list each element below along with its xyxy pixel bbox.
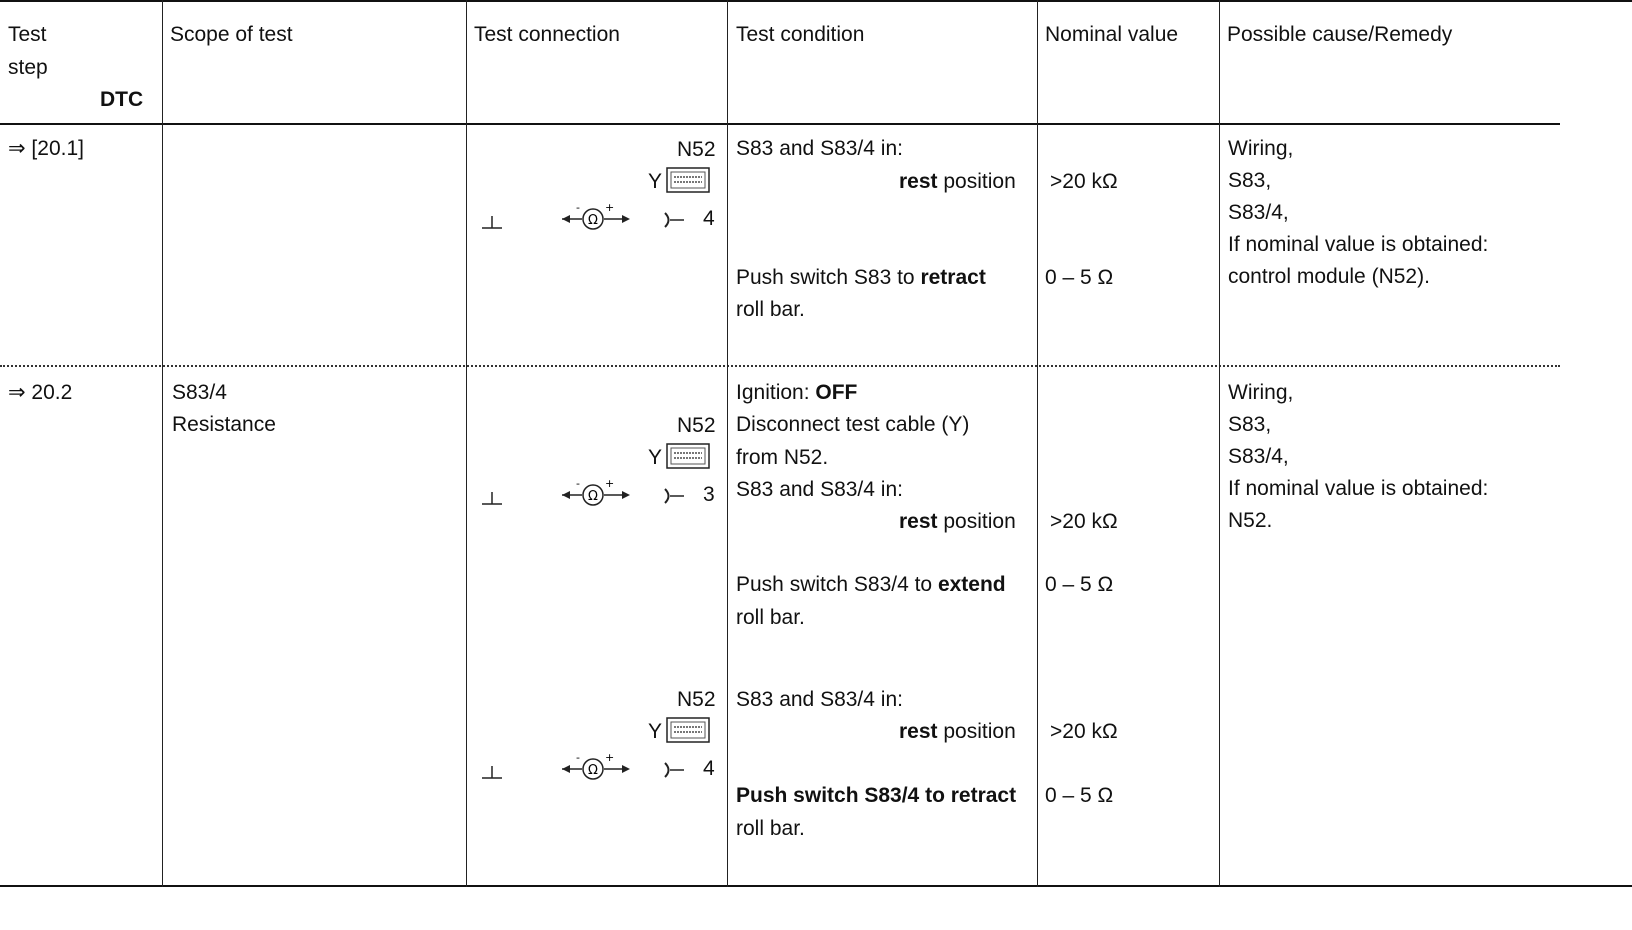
socket-pin-icon (664, 488, 684, 504)
row2-nom-extend: 0 – 5 Ω (1045, 573, 1114, 596)
row2-cond-in: S83 and S83/4 in: (736, 478, 903, 501)
svg-text:-: - (576, 477, 580, 490)
socket-pin-icon (664, 212, 684, 228)
row1-step: ⇒ [20.1] (8, 137, 84, 160)
row1-cond2: Push switch S83 to retract (736, 266, 986, 290)
row2-nom-rest: >20 kΩ (1050, 510, 1118, 533)
svg-text:Ω: Ω (588, 213, 598, 228)
row1-test-connection: N52 Y Ω - + 4 (470, 136, 725, 246)
row2-rest-position: position (937, 510, 1016, 533)
row2-step: ⇒ 20.2 (8, 381, 73, 404)
svg-text:+: + (605, 751, 614, 764)
test-cable-connector-icon (666, 443, 710, 469)
row2-cond-retract: Push switch S83/4 to retract (736, 784, 1017, 807)
row2-cond-disconnect-1: Disconnect test cable (Y) (736, 413, 970, 436)
header-rule (0, 123, 1560, 125)
row-divider (0, 365, 1560, 367)
col-divider-5 (1219, 0, 1220, 887)
row2-ignition-off: OFF (815, 381, 858, 404)
ohmmeter-icon: Ω - + (562, 751, 630, 780)
row2-ignition-label: Ignition: (736, 381, 816, 404)
ground-symbol-icon (482, 216, 502, 229)
ground-symbol-icon (482, 766, 502, 779)
row2-nom-rest-2: >20 kΩ (1050, 720, 1118, 743)
svg-text:+: + (605, 201, 614, 214)
row1-cause-5: control module (N52). (1228, 265, 1430, 288)
svg-text:+: + (605, 477, 614, 490)
test-cable-connector-icon (666, 167, 710, 193)
row1-cond1: S83 and S83/4 in: (736, 137, 903, 160)
row1-cause-4: If nominal value is obtained: (1228, 233, 1489, 256)
row2-extend-text: Push switch S83/4 to (736, 573, 938, 596)
row2-rest2-bold: rest (899, 720, 938, 743)
row1-cond2-bold: retract (920, 266, 986, 289)
bottom-rule (0, 885, 1632, 887)
row2-cond-in-2: S83 and S83/4 in: (736, 688, 903, 711)
module-label: N52 (677, 414, 716, 437)
module-label: N52 (677, 688, 716, 711)
module-label: N52 (677, 138, 716, 161)
row2-cond-rest-2: rest position (899, 720, 1016, 744)
header-scope: Scope of test (170, 23, 293, 46)
row2-rest2-position: position (937, 720, 1016, 743)
row1-rest-position: position (937, 170, 1016, 193)
header-connection: Test connection (474, 23, 620, 46)
svg-text:Ω: Ω (588, 763, 598, 778)
svg-text:-: - (576, 201, 580, 214)
header-test-step: Test (8, 23, 47, 46)
pin-label: 4 (703, 207, 715, 230)
ohmmeter-icon: Ω - + (562, 477, 630, 506)
row2-cause-1: Wiring, (1228, 381, 1294, 404)
row2-test-connection-1: N52 Y Ω - + 3 (470, 412, 725, 522)
col-divider-4 (1037, 0, 1038, 887)
header-nominal: Nominal value (1045, 23, 1179, 46)
row2-cond-rest: rest position (899, 510, 1016, 534)
cable-label: Y (648, 720, 663, 743)
svg-text:Ω: Ω (588, 489, 598, 504)
top-rule (0, 0, 1632, 2)
row2-cause-3: S83/4, (1228, 445, 1289, 468)
row2-cause-5: N52. (1228, 509, 1273, 532)
row2-scope-1: S83/4 (172, 381, 227, 404)
test-cable-connector-icon (666, 717, 710, 743)
row1-rest-bold: rest (899, 170, 938, 193)
row1-cause-1: Wiring, (1228, 137, 1294, 160)
row2-cond-ignition: Ignition: OFF (736, 381, 857, 405)
row1-nom1: >20 kΩ (1050, 170, 1118, 193)
header-cause: Possible cause/Remedy (1227, 23, 1453, 46)
cable-label: Y (648, 170, 663, 193)
pin-label: 4 (703, 757, 715, 780)
socket-pin-icon (664, 762, 684, 778)
row1-cause-3: S83/4, (1228, 201, 1289, 224)
cable-label: Y (648, 446, 663, 469)
row2-scope-2: Resistance (172, 413, 276, 436)
header-test-step-2: step (8, 56, 48, 79)
header-condition: Test condition (736, 23, 865, 46)
row2-extend-bold: extend (937, 573, 1006, 596)
row2-cond-extend: Push switch S83/4 to extend (736, 573, 1006, 597)
row2-test-connection-2: N52 Y Ω - + 4 (470, 686, 725, 796)
header-dtc: DTC (100, 88, 144, 111)
row1-cond2-line2: roll bar. (736, 298, 805, 321)
row2-cause-2: S83, (1228, 413, 1272, 436)
row2-cond-disconnect-2: from N52. (736, 446, 829, 469)
ohmmeter-icon: Ω - + (562, 201, 630, 230)
ground-symbol-icon (482, 492, 502, 505)
row1-cond2-text: Push switch S83 to (736, 266, 921, 289)
svg-text:-: - (576, 751, 580, 764)
row2-nom-retract: 0 – 5 Ω (1045, 784, 1114, 807)
col-divider-1 (162, 0, 163, 887)
row1-cond1-rest: rest position (899, 170, 1016, 194)
row2-cond-retract-2: roll bar. (736, 817, 805, 840)
row1-cause-2: S83, (1228, 169, 1272, 192)
row2-rest-bold: rest (899, 510, 938, 533)
pin-label: 3 (703, 483, 715, 506)
row1-nom2: 0 – 5 Ω (1045, 266, 1114, 289)
col-divider-3 (727, 0, 728, 887)
row2-cause-4: If nominal value is obtained: (1228, 477, 1489, 500)
row2-cond-extend-2: roll bar. (736, 606, 805, 629)
col-divider-2 (466, 0, 467, 887)
